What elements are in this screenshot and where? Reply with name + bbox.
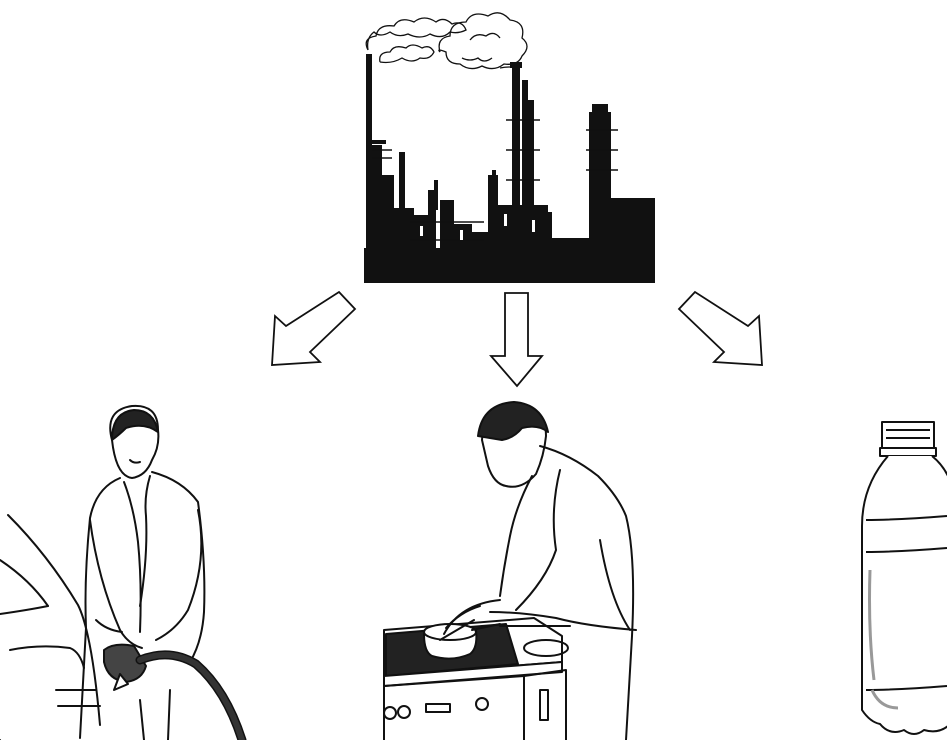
oil-refinery-icon [364, 13, 655, 283]
plastic-bottle-icon [862, 422, 947, 734]
person-cooking-on-stove-icon [384, 402, 636, 740]
arrow-down-left-icon [272, 292, 355, 365]
arrow-down-right-icon [679, 292, 762, 365]
arrow-down-icon [491, 293, 542, 386]
smoke-icon [366, 13, 527, 69]
person-fueling-car-icon [0, 406, 242, 740]
